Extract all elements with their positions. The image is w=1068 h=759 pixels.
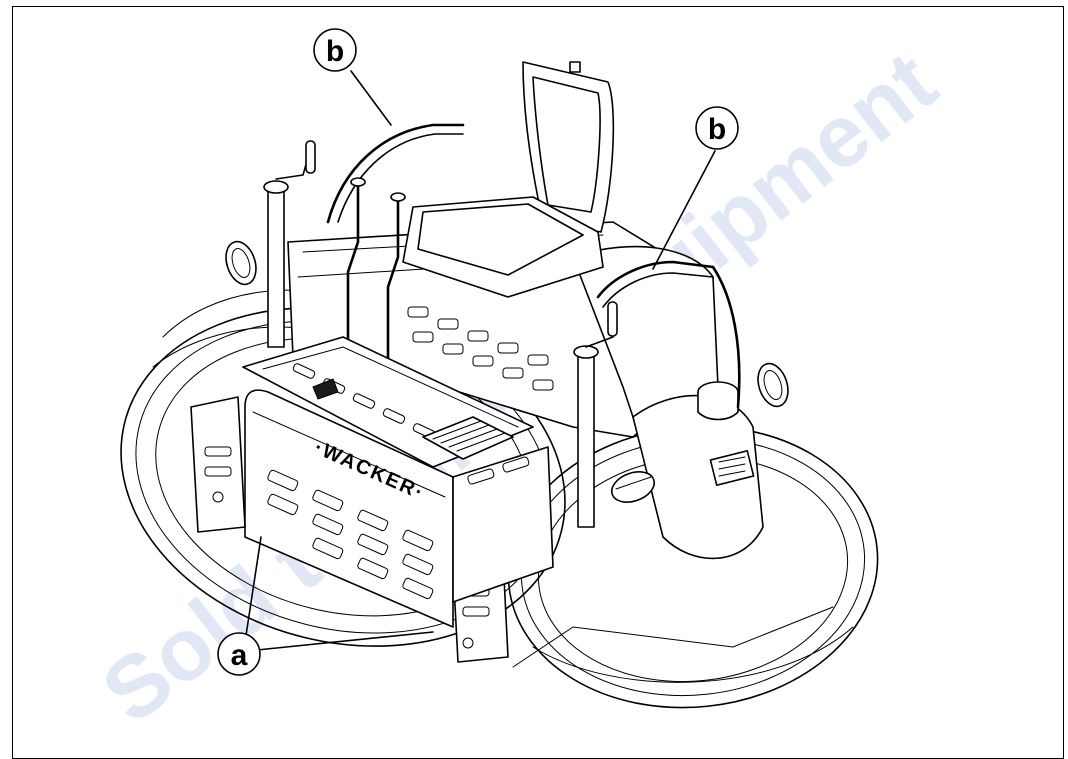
callout-b-left: b <box>313 28 357 72</box>
front-plate: ·WACKER· <box>190 389 554 663</box>
callouts: a b b <box>217 28 739 676</box>
plate-slots <box>267 469 434 600</box>
roll-bars <box>326 123 741 409</box>
svg-text:b: b <box>708 113 726 146</box>
figure-frame: Sold to DirectEquipment <box>12 6 1064 759</box>
control-deck <box>242 336 534 468</box>
work-lights <box>225 240 789 503</box>
operator-seat <box>402 61 615 298</box>
svg-text:a: a <box>231 639 248 672</box>
engine-shroud <box>572 245 764 560</box>
callout-a: a <box>217 632 261 676</box>
trowel-illustration: Sold to DirectEquipment <box>84 28 954 742</box>
svg-text:b: b <box>326 35 344 68</box>
callout-b-right: b <box>695 106 739 150</box>
